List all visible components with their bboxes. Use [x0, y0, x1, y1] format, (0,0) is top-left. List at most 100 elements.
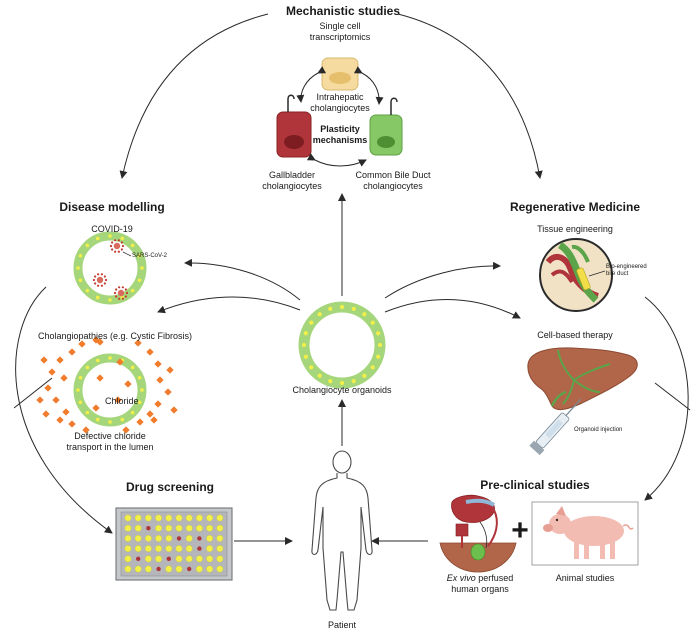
chloride-ion: [40, 356, 48, 364]
chloride-ion: [36, 396, 44, 404]
virus-spike: [103, 275, 106, 278]
sars-cov-2-virus-icons: [92, 239, 129, 300]
plate-well: [195, 524, 203, 532]
cell-nucleus-dot: [137, 278, 142, 283]
plasticity-label: Plasticity mechanisms: [300, 124, 380, 146]
plate-well: [195, 565, 203, 573]
cell-nucleus-dot: [370, 320, 375, 325]
virus-spike: [100, 273, 103, 276]
gallbladder-line2: cholangiocytes: [262, 181, 322, 191]
plate-well: [206, 555, 214, 563]
cell-nucleus-dot: [130, 243, 135, 248]
plate-well: [165, 535, 173, 542]
intrahepatic-line1: Intrahepatic: [316, 92, 364, 102]
ex-vivo-rest: perfused: [475, 573, 514, 583]
cell-nucleus-dot: [130, 410, 135, 415]
plate-well: [165, 545, 173, 552]
cell-nucleus-dot: [351, 379, 356, 384]
chloride-ion: [82, 426, 90, 434]
cell-nucleus-dot: [108, 234, 112, 238]
cell-nucleus-dot: [120, 417, 125, 422]
cell-nucleus-dot: [78, 278, 83, 283]
plate-well: [124, 524, 132, 532]
arrow-organoids-to-covid: [184, 258, 301, 301]
single-cell-line2: transcriptomics: [309, 32, 371, 42]
chloride-ion: [60, 374, 68, 382]
bioengineered-line1: Bio-engineered: [606, 264, 647, 270]
chloride-ion: [114, 396, 122, 404]
cell-nucleus-dot: [95, 295, 100, 300]
plus-sign: +: [511, 514, 529, 547]
plate-well-hit: [197, 536, 202, 541]
plasticity-arrow-top-left: [296, 66, 327, 103]
cholangiocyte-organoids-label: Cholangiocyte organoids: [292, 385, 392, 395]
plate-well: [206, 545, 214, 552]
plate-well: [216, 565, 224, 573]
ex-vivo-label: Ex vivo perfused human organs: [425, 573, 535, 595]
plate-well: [185, 524, 193, 532]
virus-spike: [115, 295, 118, 298]
virus-core: [113, 242, 121, 250]
line-disease-branch: [13, 377, 53, 409]
gallbladder-cell: [276, 94, 312, 158]
chloride-ion: [146, 410, 154, 418]
defective-line1: Defective chloride: [74, 431, 146, 441]
gallbladder-line1: Gallbladder: [268, 170, 316, 180]
chloride-ion: [96, 338, 104, 346]
plasticity-arrow-bottom: [306, 153, 367, 167]
cell-nucleus-dot: [301, 342, 307, 348]
plate-well: [134, 565, 142, 573]
cell-nucleus-dot: [309, 365, 314, 370]
plasticity-line2: mechanisms: [312, 135, 368, 145]
plate-well: [185, 535, 193, 542]
cell-nucleus-dot: [328, 379, 333, 384]
chloride-ion: [96, 374, 104, 382]
chloride-ion: [170, 406, 178, 414]
cell-nucleus-dot: [120, 236, 125, 241]
plate-well: [195, 514, 203, 522]
plate-well: [144, 565, 152, 573]
cell-nucleus-dot: [370, 365, 375, 370]
cell-nucleus-dot: [95, 417, 100, 422]
virus-spike: [111, 248, 114, 251]
cell-nucleus-dot: [140, 388, 144, 392]
chloride-ion: [68, 348, 76, 356]
virus-spike: [111, 241, 114, 244]
virus-spike: [100, 284, 103, 287]
virus-spike: [94, 275, 97, 278]
plate-well: [216, 524, 224, 532]
arrow-mechanistic-to-disease: [119, 13, 269, 179]
plate-well: [206, 535, 214, 542]
cell-nucleus-dot: [78, 400, 83, 405]
ex-vivo-perfusion-icon: [439, 494, 517, 573]
animal-pig-icon: [531, 501, 639, 566]
plate-well: [175, 555, 183, 563]
plate-well: [195, 555, 203, 563]
cell-nucleus-dot: [85, 288, 90, 293]
chloride-ion: [44, 384, 52, 392]
plate-well: [185, 514, 193, 522]
virus-spike: [125, 291, 129, 295]
chloride-label: Chloride: [105, 396, 139, 406]
plate-well: [124, 535, 132, 542]
cholangiopathies-label: Cholangiopathies (e.g. Cystic Fibrosis): [37, 331, 193, 341]
chloride-ion: [68, 420, 76, 428]
plate-well: [216, 555, 224, 563]
chloride-ion: [164, 388, 172, 396]
cell-nucleus-dot: [303, 354, 308, 359]
bioengineered-label: Bio-engineered bile duct: [606, 264, 666, 278]
drug-screening-plate: [115, 507, 233, 581]
virus-spike: [121, 286, 124, 289]
defective-transport-label: Defective chloride transport in the lume…: [40, 431, 180, 453]
sars-cov-2-label: SARS-CoV-2: [132, 253, 168, 259]
plate-well: [175, 524, 183, 532]
ex-vivo-italic: Ex vivo: [446, 573, 476, 583]
plate-well: [175, 565, 183, 573]
common-bile-duct-label: Common Bile Duct cholangiocytes: [343, 170, 443, 192]
plate-well: [206, 514, 214, 522]
cell-nucleus-dot: [137, 253, 142, 258]
arrow-regenerative-to-preclinical: [644, 296, 689, 501]
single-cell-label: Single cell transcriptomics: [290, 21, 390, 43]
plate-well: [165, 514, 173, 522]
sars-pointer-line: [122, 251, 132, 257]
